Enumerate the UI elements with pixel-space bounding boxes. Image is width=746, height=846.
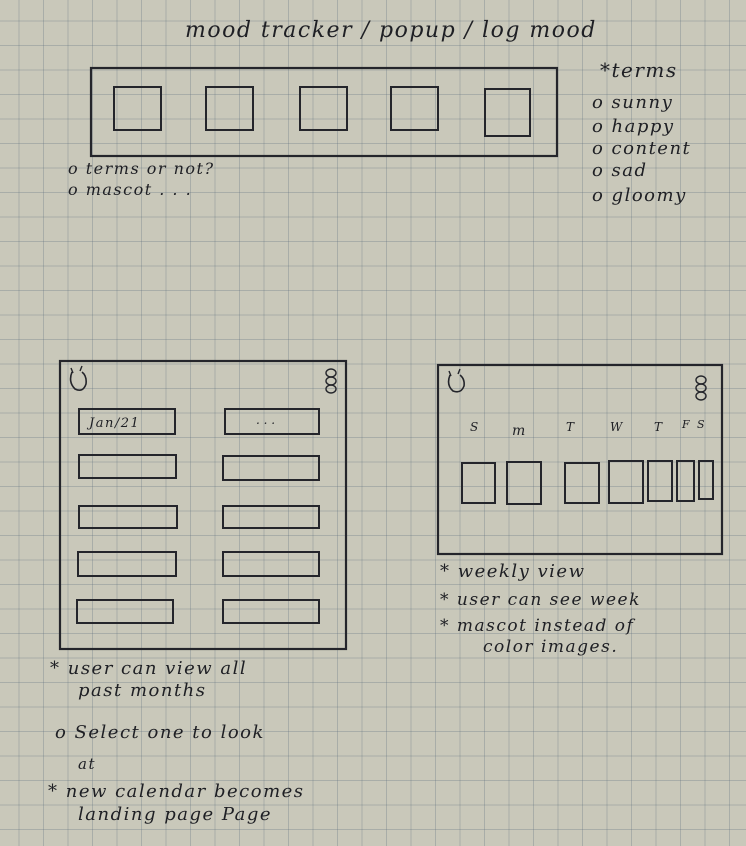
month-cell-1 (78, 408, 176, 435)
term-sad: o sad (592, 160, 648, 181)
weekly-view-wireframe: S m T W T F S (436, 363, 724, 556)
month-cell-9 (76, 599, 174, 624)
popup-wireframe (89, 66, 559, 158)
mascot-icon (69, 365, 87, 391)
day-box-1 (461, 462, 496, 504)
mood-box-4 (390, 86, 439, 131)
month-cell-ellipsis: . . . (256, 413, 275, 427)
weekly-note-4: color images. (483, 637, 618, 657)
day-label-thu: T (654, 420, 663, 434)
month-cell-3 (78, 454, 177, 479)
day-label-tue: T (566, 420, 575, 434)
menu-icon (695, 375, 707, 401)
monthly-view-wireframe: Jan/21 . . . (58, 359, 348, 651)
month-cell-10 (222, 599, 320, 624)
day-box-3 (564, 462, 600, 504)
day-label-sun: S (470, 420, 478, 434)
terms-list: *terms o sunny o happy o content o sad o… (592, 58, 691, 206)
term-happy: o happy (592, 116, 675, 137)
popup-note-terms: o terms or not? (68, 159, 215, 178)
terms-heading: *terms (600, 58, 678, 82)
menu-icon (325, 368, 337, 394)
term-content: o content (592, 138, 691, 159)
popup-frame (89, 66, 559, 158)
monthly-notes: * user can view all past months o Select… (48, 658, 305, 825)
day-box-4 (608, 460, 644, 504)
term-gloomy: o gloomy (592, 185, 687, 206)
day-label-sat: S (697, 418, 705, 431)
day-label-wed: W (610, 420, 624, 434)
monthly-note-6: landing page Page (78, 804, 272, 825)
weekly-note-2: * user can see week (440, 590, 641, 610)
weekly-notes: * weekly view * user can see week * masc… (440, 561, 641, 657)
page-title: mood tracker / popup / log mood (185, 18, 597, 43)
month-cell-4 (222, 455, 320, 481)
monthly-note-2: past months (78, 680, 207, 701)
weekly-note-1: * weekly view (440, 561, 585, 582)
day-label-fri: F (681, 418, 690, 431)
month-cell-2 (224, 408, 320, 435)
mascot-icon (447, 368, 465, 393)
mood-box-2 (205, 86, 254, 131)
weekly-frame (436, 363, 724, 556)
mood-box-1 (113, 86, 162, 131)
monthly-note-1: * user can view all (50, 658, 247, 679)
monthly-note-5: * new calendar becomes (48, 781, 305, 802)
month-cell-7 (77, 551, 177, 577)
popup-note-mascot: o mascot . . . (68, 180, 192, 199)
mood-box-5 (484, 88, 531, 137)
month-cell-6 (222, 505, 320, 529)
mood-box-3 (299, 86, 348, 131)
month-cell-8 (222, 551, 320, 577)
month-cell-5 (78, 505, 178, 529)
day-box-2 (506, 461, 542, 505)
day-label-mon: m (512, 423, 527, 439)
weekly-note-3: * mascot instead of (440, 616, 636, 636)
monthly-frame (58, 359, 348, 651)
day-box-7 (698, 460, 714, 500)
day-box-5 (647, 460, 673, 502)
day-box-6 (676, 460, 695, 502)
monthly-note-3: o Select one to look (55, 722, 265, 743)
month-cell-label: Jan/21 (86, 416, 140, 431)
term-sunny: o sunny (592, 92, 673, 113)
monthly-note-4: at (78, 755, 96, 773)
